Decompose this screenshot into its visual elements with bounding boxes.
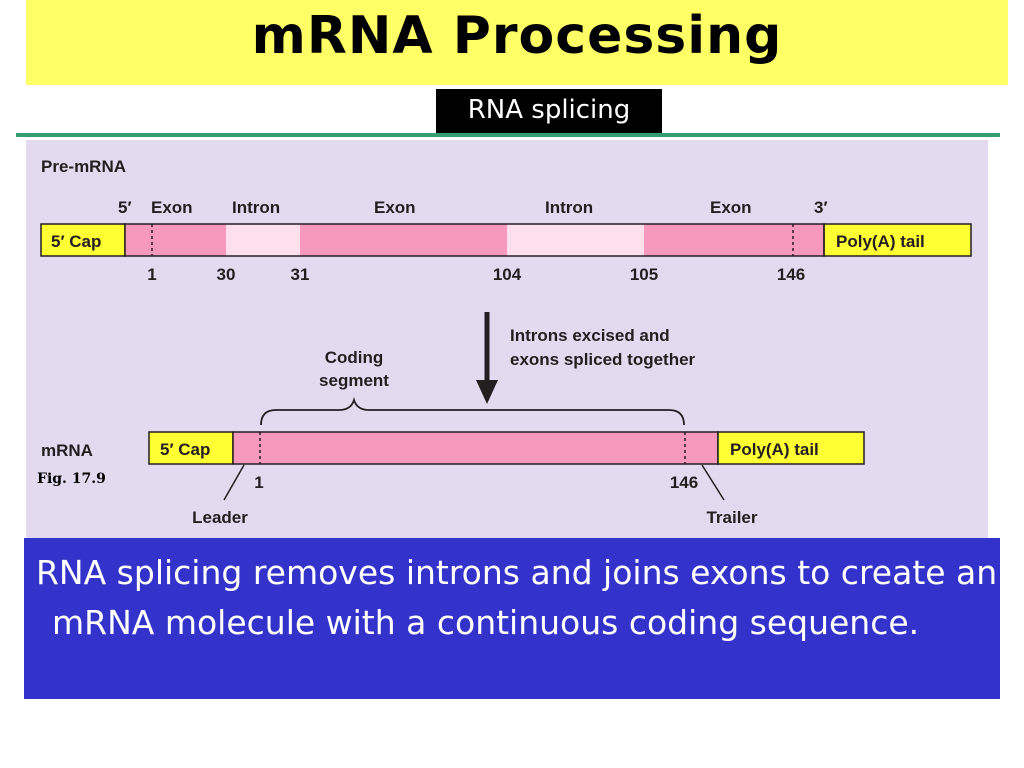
exon-label-3: Exon xyxy=(710,198,752,217)
position-146: 146 xyxy=(777,265,805,284)
slide-title: mRNA Processing xyxy=(251,6,783,66)
exon-label-1: Exon xyxy=(151,198,193,217)
leader-label: Leader xyxy=(192,508,248,527)
divider-line xyxy=(16,133,1000,137)
pre-mrna-exon-3 xyxy=(644,224,824,256)
pre-mrna-outline xyxy=(124,223,825,257)
mrna-position-1: 1 xyxy=(254,473,263,492)
position-104: 104 xyxy=(493,265,522,284)
mrna-coding-region xyxy=(232,431,719,465)
intron-label-1: Intron xyxy=(232,198,280,217)
pre-mrna-exon-1 xyxy=(125,224,226,256)
pre-mrna-intron-1 xyxy=(226,224,300,256)
mrna-cap-label: 5′ Cap xyxy=(160,440,210,459)
coding-segment-label-line-2: segment xyxy=(319,371,389,390)
title-bar: mRNA Processing xyxy=(26,0,1008,85)
caption-text: RNA splicing removes introns and joins e… xyxy=(36,553,998,642)
pre-mrna-exon-2 xyxy=(300,224,507,256)
pre-mrna-polya-tail xyxy=(823,223,972,257)
coding-segment-label-line-1: Coding xyxy=(325,348,384,367)
exon-label-2: Exon xyxy=(374,198,416,217)
mrna-label: mRNA xyxy=(41,441,93,460)
position-1: 1 xyxy=(147,265,156,284)
mrna-position-146: 146 xyxy=(670,473,698,492)
pre-mrna-label: Pre-mRNA xyxy=(41,157,126,176)
subtitle-box: RNA splicing xyxy=(436,89,662,135)
intron-label-2: Intron xyxy=(545,198,593,217)
process-label-line-2: exons spliced together xyxy=(510,350,696,369)
process-label-line-1: Introns excised and xyxy=(510,326,670,345)
trailer-label: Trailer xyxy=(706,508,757,527)
position-31: 31 xyxy=(291,265,310,284)
splicing-arrow-head xyxy=(476,380,498,404)
caption-box: RNA splicing removes introns and joins e… xyxy=(24,538,1000,699)
trailer-pointer-line xyxy=(701,464,725,501)
figure-reference: Fig. 17.9 xyxy=(37,471,106,487)
splicing-diagram: Pre-mRNA 5′ Exon Intron Exon Intron Exon… xyxy=(40,157,972,527)
position-105: 105 xyxy=(630,265,658,284)
mrna-cap xyxy=(148,431,234,465)
splicing-figure: Pre-mRNA 5′ Exon Intron Exon Intron Exon… xyxy=(26,140,988,540)
pre-mrna-intron-2 xyxy=(507,224,644,256)
three-prime-label: 3′ xyxy=(814,198,828,217)
position-30: 30 xyxy=(217,265,236,284)
mrna-polya-tail xyxy=(717,431,865,465)
mrna-polya-label: Poly(A) tail xyxy=(730,440,819,459)
coding-segment-bracket xyxy=(260,396,685,426)
leader-pointer-line xyxy=(223,464,245,501)
pre-mrna-cap xyxy=(40,223,126,257)
pre-mrna-cap-label: 5′ Cap xyxy=(51,232,101,251)
five-prime-label: 5′ xyxy=(118,198,132,217)
pre-mrna-polya-label: Poly(A) tail xyxy=(836,232,925,251)
slide-subtitle: RNA splicing xyxy=(467,95,631,125)
